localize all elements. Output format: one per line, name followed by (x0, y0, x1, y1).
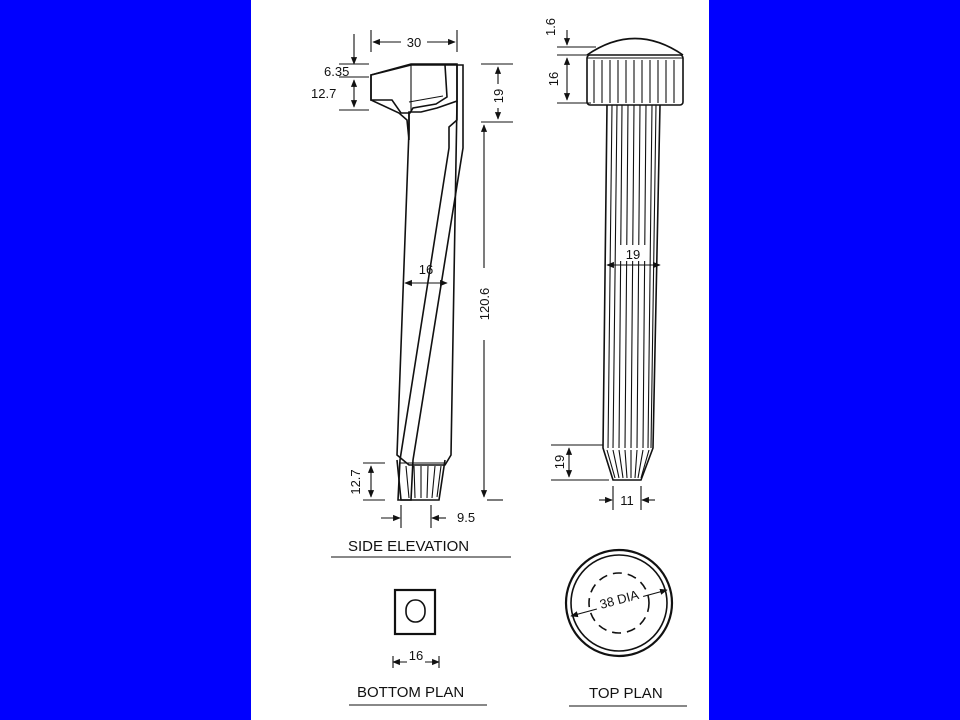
tip-hatching (405, 465, 442, 499)
cap-knurling (593, 60, 675, 103)
side-elevation-view: 30 6.35 12.7 19 120.6 16 12.7 9.5 (311, 30, 513, 558)
head-outline (370, 63, 458, 141)
dim-front-shank-width: 19 (626, 247, 640, 262)
dim-head-width: 30 (407, 35, 421, 50)
dim-bottom-width: 16 (409, 648, 423, 663)
dim-tip-length: 12.7 (348, 469, 363, 494)
front-elevation-view: 1.6 16 19 19 11 (543, 18, 684, 510)
cap-dome (586, 37, 684, 56)
head-notch (408, 64, 444, 112)
dim-cap-top: 1.6 (543, 18, 558, 36)
dim-shank-width: 16 (419, 262, 433, 277)
engineering-drawing: 30 6.35 12.7 19 120.6 16 12.7 9.5 (311, 18, 687, 707)
dim-front-tip-length: 19 (552, 455, 567, 469)
cap-body (586, 54, 684, 106)
bottom-plan-title: BOTTOM PLAN (357, 684, 464, 701)
tip-flutes (606, 449, 650, 479)
shank-flutes (607, 104, 657, 449)
dim-head-height: 19 (491, 89, 506, 103)
top-plan-title: TOP PLAN (589, 685, 663, 702)
shank-outline (396, 100, 458, 466)
dim-front-tip-width: 11 (620, 493, 634, 508)
side-elevation-title: SIDE ELEVATION (348, 538, 469, 555)
tip-outline (396, 459, 446, 501)
dim-tip-width: 9.5 (457, 510, 475, 525)
spike-side-profile (370, 64, 464, 501)
dim-head-depth: 12.7 (311, 86, 336, 101)
front-shank-outline (602, 104, 661, 481)
dim-top-offset: 6.35 (324, 64, 349, 79)
top-plan-view: 38 DIA TOP PLAN (564, 548, 687, 707)
bottom-plan-view: 16 BOTTOM PLAN (349, 588, 487, 706)
bottom-plan-square (393, 588, 437, 636)
dim-shank-length: 120.6 (477, 288, 492, 321)
dim-cap-height: 16 (546, 72, 561, 86)
bottom-plan-hole (405, 599, 426, 623)
drawing-sheet: 30 6.35 12.7 19 120.6 16 12.7 9.5 (251, 0, 709, 720)
top-plan-outer-circle (564, 548, 674, 658)
